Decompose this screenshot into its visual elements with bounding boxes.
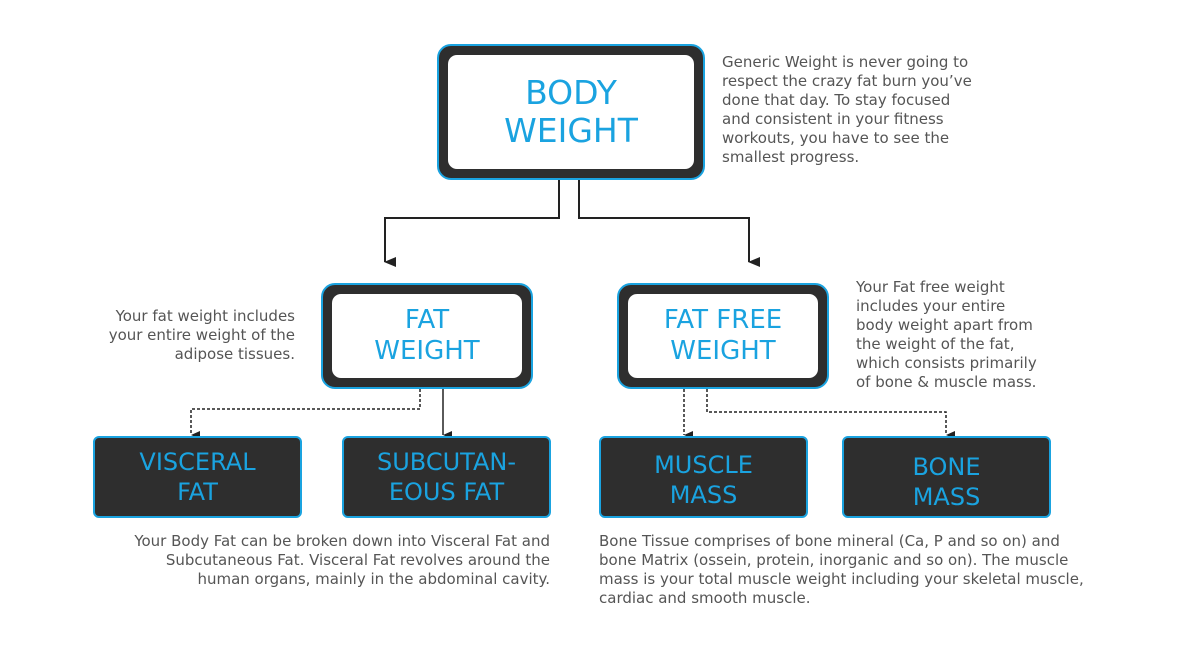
fat-types-note-line: human organs, mainly in the abdominal ca… (197, 570, 550, 588)
muscle-mass-label-line1: MUSCLE (654, 451, 753, 479)
fat-free-types-note-line: Bone Tissue comprises of bone mineral (C… (599, 532, 1060, 550)
subcutaneous-fat-box: SUBCUTAN- EOUS FAT (342, 436, 551, 518)
fat-free-types-note-line: mass is your total muscle weight includi… (599, 570, 1084, 588)
fat-free-weight-note: Your Fat free weight includes your entir… (856, 278, 1037, 392)
fat-types-note-line: Subcutaneous Fat. Visceral Fat revolves … (165, 551, 550, 569)
visceral-fat-label-line2: FAT (177, 478, 218, 506)
body-weight-note: Generic Weight is never going to respect… (722, 53, 972, 167)
fat-free-weight-box: FAT FREE WEIGHT (617, 283, 829, 389)
fat-free-types-note-line: bone Matrix (ossein, protein, inorganic … (599, 551, 1069, 569)
fat-weight-note-line: adipose tissues. (174, 345, 295, 363)
bone-mass-label-line1: BONE (912, 453, 981, 481)
fat-types-note: Your Body Fat can be broken down into Vi… (134, 532, 550, 589)
fat-weight-label-line2: WEIGHT (374, 336, 480, 366)
bone-mass-label-line2: MASS (912, 483, 981, 511)
body-weight-note-line: workouts, you have to see the (722, 129, 950, 147)
connector-fat-to-visceral (190, 389, 421, 439)
body-weight-label-line1: BODY (525, 73, 617, 112)
bone-mass-box: BONE MASS (842, 436, 1051, 518)
muscle-mass-box: MUSCLE MASS (599, 436, 808, 518)
fat-free-types-note: Bone Tissue comprises of bone mineral (C… (599, 532, 1084, 608)
body-weight-note-line: and consistent in your fitness (722, 110, 944, 128)
fat-free-weight-note-line: Your Fat free weight (856, 278, 1005, 296)
fat-weight-label-line1: FAT (404, 305, 450, 335)
fat-free-weight-note-line: of bone & muscle mass. (856, 373, 1037, 391)
subcutaneous-fat-label-line2: EOUS FAT (388, 478, 505, 506)
connector-body-to-fat (384, 180, 560, 267)
fat-free-weight-label-line1: FAT FREE (663, 305, 783, 335)
fat-weight-box: FAT WEIGHT (321, 283, 533, 389)
visceral-fat-box: VISCERAL FAT (93, 436, 302, 518)
fat-weight-note-line: Your fat weight includes (115, 307, 295, 325)
fat-free-weight-note-line: the weight of the fat, (856, 335, 1015, 353)
fat-free-weight-note-line: includes your entire (856, 297, 1006, 315)
connector-fatfree-to-bone (706, 389, 955, 439)
fat-free-types-note-line: cardiac and smooth muscle. (599, 589, 811, 607)
fat-free-weight-label-line2: WEIGHT (670, 336, 776, 366)
fat-weight-note-line: your entire weight of the (108, 326, 295, 344)
body-weight-box: BODY WEIGHT (437, 44, 705, 180)
fat-free-weight-note-line: body weight apart from (856, 316, 1033, 334)
subcutaneous-fat-label-line1: SUBCUTAN- (377, 448, 516, 476)
fat-types-note-line: Your Body Fat can be broken down into Vi… (134, 532, 550, 550)
body-weight-note-line: respect the crazy fat burn you’ve (722, 72, 972, 90)
connector-body-to-fatfree (578, 180, 760, 267)
body-weight-label-line2: WEIGHT (504, 111, 638, 150)
body-weight-note-line: Generic Weight is never going to (722, 53, 969, 71)
body-weight-note-line: smallest progress. (722, 148, 860, 166)
fat-weight-note: Your fat weight includes your entire wei… (109, 307, 295, 364)
visceral-fat-label-line1: VISCERAL (139, 448, 256, 476)
body-weight-note-line: done that day. To stay focused (722, 91, 951, 109)
muscle-mass-label-line2: MASS (669, 481, 738, 509)
fat-free-weight-note-line: which consists primarily (856, 354, 1037, 372)
